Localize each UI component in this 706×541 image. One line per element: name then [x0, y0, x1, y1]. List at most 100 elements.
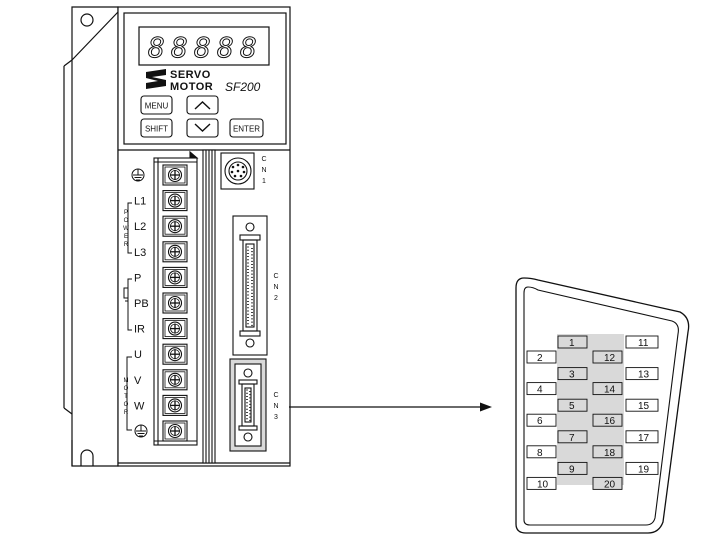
motor-letter: O: [124, 402, 129, 408]
terminal-screw[interactable]: [162, 343, 188, 365]
down-button[interactable]: [186, 118, 219, 138]
svg-text:8: 8: [537, 448, 543, 459]
cn3-letter: C: [273, 392, 278, 399]
svg-text:17: 17: [638, 433, 650, 444]
cn3-callout-arrow: [289, 402, 492, 412]
svg-text:12: 12: [604, 353, 616, 364]
terminal-screw[interactable]: [162, 190, 188, 212]
menu-button-label: MENU: [145, 102, 169, 111]
mount-hole-top-icon: [80, 13, 94, 27]
pin-8: 8: [526, 445, 557, 459]
cn3-label: C N 3: [273, 392, 278, 421]
pin-2: 2: [526, 350, 557, 364]
motor-group-label: M O T O R: [124, 378, 129, 416]
pin-20: 20: [592, 476, 623, 490]
cn2-letter: N: [273, 284, 278, 291]
terminal-brackets: [123, 202, 132, 431]
cn3-letter: N: [273, 403, 278, 410]
svg-text:5: 5: [569, 401, 575, 412]
terminal-screw[interactable]: [162, 241, 188, 263]
power-letter: W: [123, 226, 129, 232]
pin-12: 12: [592, 350, 623, 364]
motor-letter: T: [124, 394, 128, 400]
cn2-letter: C: [273, 273, 278, 280]
pin-4: 4: [526, 382, 557, 396]
terminal-screw[interactable]: [162, 420, 188, 442]
power-letter: O: [124, 218, 129, 224]
pin-5: 5: [557, 398, 588, 412]
terminal-screw[interactable]: [162, 164, 188, 186]
enter-button-label: ENTER: [233, 125, 260, 134]
svg-text:11: 11: [638, 338, 649, 349]
cn2-pins: [247, 246, 253, 326]
pin-7: 7: [557, 430, 588, 444]
svg-text:18: 18: [604, 448, 616, 459]
terminal-label-l2: L2: [134, 221, 146, 233]
cn2-label: C N 2: [273, 273, 278, 302]
terminal-screw[interactable]: [162, 215, 188, 237]
pin-10: 10: [526, 476, 557, 490]
shift-button[interactable]: SHIFT: [140, 118, 173, 138]
ground-top-icon: [131, 168, 145, 182]
svg-text:19: 19: [638, 464, 650, 475]
pin-16: 16: [592, 413, 623, 427]
pin-1: 1: [557, 335, 588, 349]
svg-text:2: 2: [537, 353, 543, 364]
led-digit: 8: [148, 31, 165, 64]
up-button[interactable]: [186, 95, 219, 115]
svg-text:1: 1: [569, 338, 575, 349]
menu-button[interactable]: MENU: [140, 95, 173, 115]
power-letter: R: [124, 242, 129, 248]
pin-18: 18: [592, 445, 623, 459]
model-label: SF200: [225, 80, 261, 94]
terminal-screws: [162, 164, 188, 442]
led-digit: 8: [194, 31, 211, 64]
led-display: [138, 26, 270, 66]
pin-6: 6: [526, 413, 557, 427]
terminal-label-l1: L1: [134, 196, 146, 208]
led-digits: 8 8 8 8 8: [148, 31, 258, 65]
cn1-letter: C: [261, 156, 266, 163]
brand-logo-icon: [146, 69, 166, 89]
power-letter: P: [124, 210, 128, 216]
terminal-screw[interactable]: [162, 292, 188, 314]
cn1-pins: [230, 163, 246, 178]
mount-slot-bottom-icon: [80, 449, 94, 466]
brand-line-2: MOTOR: [170, 81, 213, 93]
terminal-label-ir: IR: [134, 324, 145, 336]
terminal-screw[interactable]: [162, 266, 188, 288]
terminal-label-l3: L3: [134, 247, 146, 259]
cn2-letter: 2: [274, 295, 278, 302]
motor-letter: M: [124, 378, 129, 384]
pin-14: 14: [592, 382, 623, 396]
power-letter: E: [124, 234, 128, 240]
cn2-connector[interactable]: [232, 215, 268, 356]
chevron-down-icon: [194, 123, 211, 132]
pin-19: 19: [625, 461, 659, 475]
svg-text:15: 15: [638, 401, 650, 412]
terminal-label-pb: PB: [134, 298, 149, 310]
motor-letter: R: [124, 410, 129, 416]
cn3-connector[interactable]: [229, 358, 267, 452]
svg-text:16: 16: [604, 416, 616, 427]
terminal-screw[interactable]: [162, 318, 188, 340]
motor-letter: O: [124, 386, 129, 392]
terminal-screw[interactable]: [162, 394, 188, 416]
ground-bottom-icon: [134, 424, 148, 438]
led-digit: 8: [171, 31, 188, 64]
pin-17: 17: [625, 430, 659, 444]
cn3-letter: 3: [274, 414, 278, 421]
brand-line-1: SERVO: [170, 69, 211, 81]
led-digit: 8: [240, 31, 257, 64]
pin-13: 13: [625, 367, 659, 381]
terminal-screw[interactable]: [162, 369, 188, 391]
terminal-label-v: V: [134, 375, 142, 387]
svg-text:4: 4: [537, 385, 543, 396]
led-digit: 8: [217, 31, 234, 64]
cn1-letter: 1: [262, 178, 266, 185]
terminal-label-p: P: [134, 272, 141, 284]
enter-button[interactable]: ENTER: [229, 118, 264, 138]
cn1-connector[interactable]: [220, 152, 255, 190]
